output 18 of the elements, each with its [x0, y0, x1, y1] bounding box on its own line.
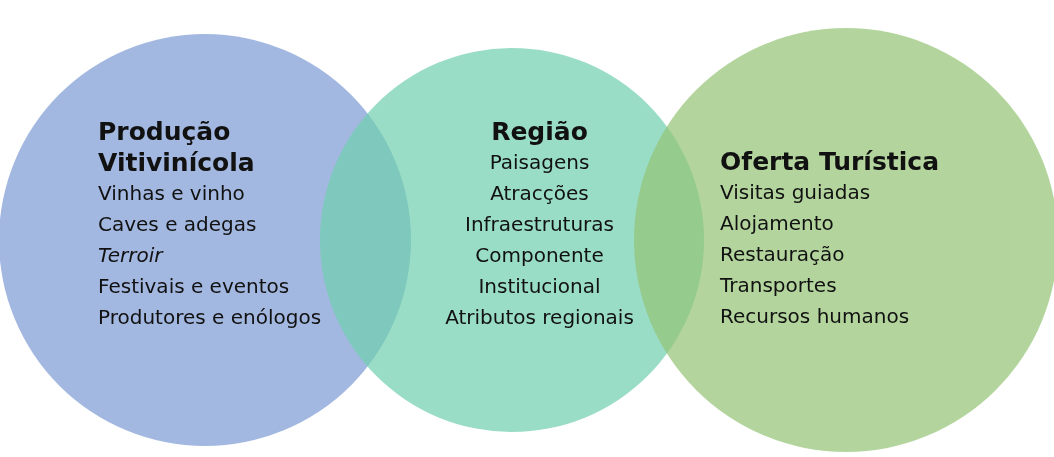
circle-heading: Produção Vitivinícola: [98, 116, 256, 178]
list-item: Visitas guiadas: [720, 179, 871, 206]
list-item: Componente Institucional: [474, 242, 605, 300]
list-item: Festivais e eventos: [98, 273, 290, 300]
list-item: Infraestruturas: [465, 211, 614, 238]
list-item: Alojamento: [720, 210, 834, 237]
list-item: Caves e adegas: [98, 211, 257, 238]
list-item: Restauração: [720, 241, 845, 268]
circle-heading: Região: [490, 116, 589, 147]
circle-heading: Oferta Turística: [720, 146, 941, 177]
list-item: Paisagens: [489, 149, 590, 176]
list-item: Terroir: [98, 242, 163, 269]
list-item: Atracções: [490, 180, 589, 207]
list-item: Recursos humanos: [720, 303, 910, 330]
list-item: Atributos regionais: [445, 304, 634, 331]
list-item: Vinhas e vinho: [98, 180, 245, 207]
list-item: Transportes: [720, 272, 837, 299]
list-item: Produtores e enólogos: [98, 304, 322, 331]
